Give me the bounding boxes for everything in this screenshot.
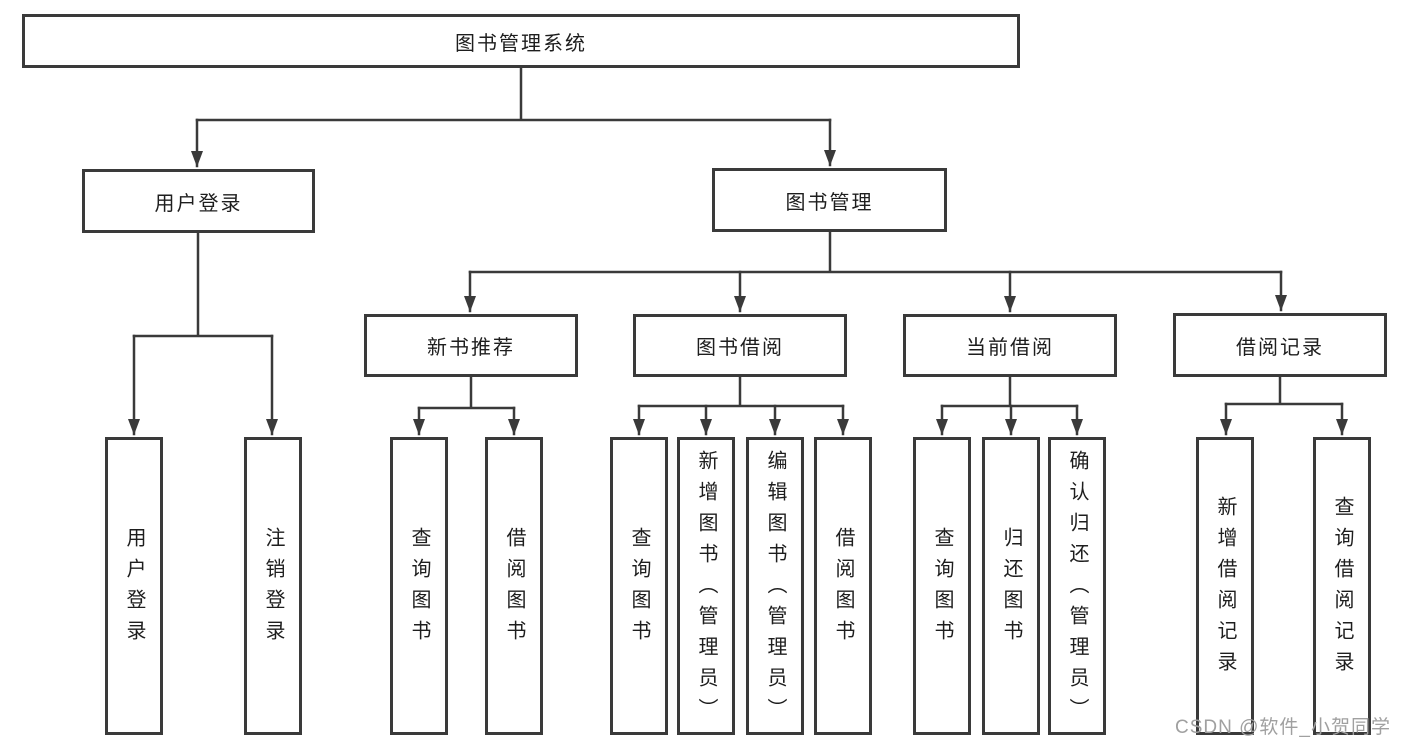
leaf-borrow-books-recommend: 借阅图书 bbox=[485, 437, 543, 735]
leaf-logout: 注销登录 bbox=[244, 437, 302, 735]
node-borrow-records: 借阅记录 bbox=[1173, 313, 1387, 377]
node-book-borrow: 图书借阅 bbox=[633, 314, 847, 377]
leaf-query-books-borrow: 查询图书 bbox=[610, 437, 668, 735]
node-user-login: 用户登录 bbox=[82, 169, 315, 233]
leaf-user-login: 用户登录 bbox=[105, 437, 163, 735]
leaf-query-books-recommend: 查询图书 bbox=[390, 437, 448, 735]
watermark-text: CSDN @软件_小贺同学 bbox=[1175, 717, 1391, 738]
leaf-query-books-current: 查询图书 bbox=[913, 437, 971, 735]
node-library-management-system: 图书管理系统 bbox=[22, 14, 1020, 68]
leaf-borrow-books: 借阅图书 bbox=[814, 437, 872, 735]
leaf-return-book: 归还图书 bbox=[982, 437, 1040, 735]
leaf-add-book-admin: 新增图书（管理员） bbox=[677, 437, 735, 735]
leaf-edit-book-admin: 编辑图书（管理员） bbox=[746, 437, 804, 735]
leaf-query-borrow-record: 查询借阅记录 bbox=[1313, 437, 1371, 735]
leaf-add-borrow-record: 新增借阅记录 bbox=[1196, 437, 1254, 735]
leaf-confirm-return-admin: 确认归还（管理员） bbox=[1048, 437, 1106, 735]
node-book-management: 图书管理 bbox=[712, 168, 947, 232]
node-new-book-recommend: 新书推荐 bbox=[364, 314, 578, 377]
node-current-borrow: 当前借阅 bbox=[903, 314, 1117, 377]
